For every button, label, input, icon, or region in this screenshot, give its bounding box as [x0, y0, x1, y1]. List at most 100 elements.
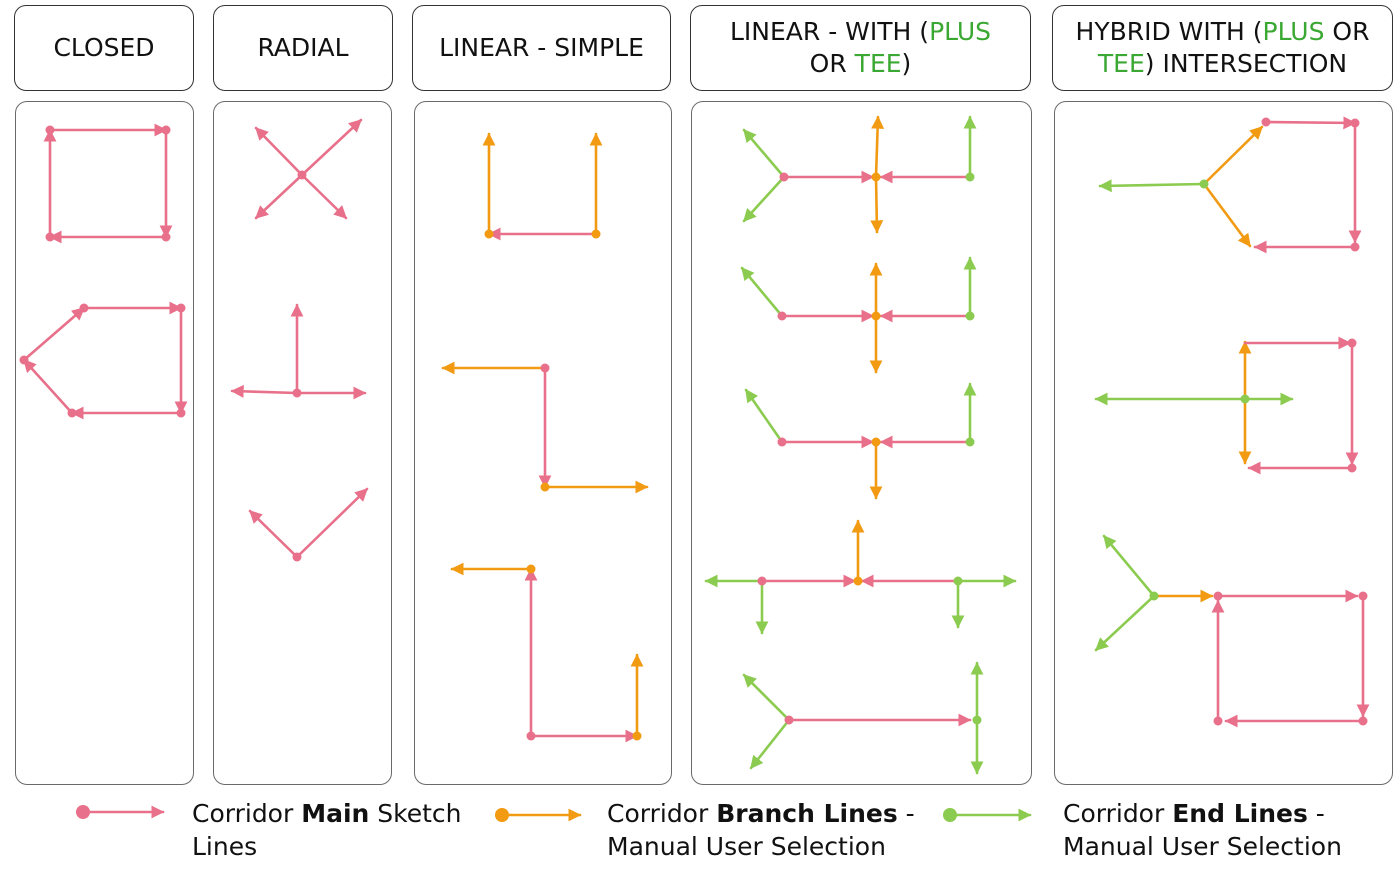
main-node-89	[784, 715, 794, 725]
main-node-63	[777, 311, 787, 321]
main-node-6	[161, 232, 171, 242]
panel-radial	[213, 101, 392, 785]
legend-end-bold: End Lines	[1172, 799, 1308, 828]
end-node-83	[953, 576, 963, 586]
panel-hybrid	[1054, 101, 1393, 785]
panel-linear-simple	[414, 101, 672, 785]
main-node-54	[779, 172, 789, 182]
main-node-71	[777, 437, 787, 447]
legend-main-line2: Lines	[192, 832, 258, 861]
branch-node-82	[853, 576, 863, 586]
legend-main-suffix: Sketch	[369, 799, 462, 828]
main-node-26	[292, 388, 302, 398]
branch-node-44	[526, 564, 536, 574]
main-node-17	[19, 355, 29, 365]
branch-node-39	[540, 482, 550, 492]
end-line-84	[742, 673, 791, 722]
end-node-128	[943, 808, 957, 822]
main-node-81	[757, 576, 767, 586]
legend-branch-bold: Branch Lines	[716, 799, 898, 828]
header-hybrid-p1: HYBRID WITH (	[1075, 17, 1263, 46]
main-node-7	[45, 232, 55, 242]
legend-end-text: Corridor End Lines - Manual User Selecti…	[1063, 797, 1342, 863]
end-line-48	[742, 175, 786, 223]
main-line-94	[1264, 116, 1357, 130]
end-node-65	[965, 311, 975, 321]
branch-node-126	[495, 808, 509, 822]
legend-branch-text: Corridor Branch Lines - Manual User Sele…	[607, 797, 915, 863]
header-hybrid-plus: PLUS	[1262, 17, 1325, 46]
branch-line-92	[1202, 125, 1264, 186]
legend-main-text: Corridor Main Sketch Lines	[192, 797, 462, 863]
main-node-5	[161, 125, 171, 135]
end-line-111	[1102, 534, 1156, 598]
main-line-19	[300, 118, 363, 177]
main-node-120	[1358, 591, 1368, 601]
header-linear-with: LINEAR - WITH (PLUS OR TEE)	[690, 5, 1031, 91]
legend-end-prefix: Corridor	[1063, 799, 1173, 828]
main-line-12	[22, 306, 86, 362]
end-line-47	[742, 128, 786, 179]
header-hybrid-or: OR	[1324, 17, 1370, 46]
legend-main-bold: Main	[301, 799, 370, 828]
branch-node-55	[871, 172, 881, 182]
main-line-20	[254, 173, 304, 220]
end-line-112	[1094, 594, 1156, 652]
main-line-27	[248, 509, 299, 559]
main-node-29	[292, 552, 302, 562]
main-node-122	[1213, 716, 1223, 726]
header-linear-simple: LINEAR - SIMPLE	[412, 5, 671, 91]
main-line-28	[295, 487, 369, 559]
header-linear-simple-label: LINEAR - SIMPLE	[439, 33, 644, 62]
main-node-110	[1347, 463, 1357, 473]
header-closed-label: CLOSED	[53, 33, 155, 62]
header-linear-with-plus: PLUS	[929, 17, 991, 46]
main-node-38	[540, 363, 550, 373]
legend-end-suffix: -	[1307, 799, 1325, 828]
legend-end-line2: Manual User Selection	[1063, 832, 1342, 861]
branch-line-93	[1202, 182, 1252, 248]
header-hybrid: HYBRID WITH (PLUS OR TEE) INTERSECTION	[1052, 5, 1393, 91]
main-node-15	[176, 408, 186, 418]
main-node-16	[67, 408, 77, 418]
end-node-97	[1199, 179, 1209, 189]
legend-branch-suffix: -	[897, 799, 915, 828]
main-node-98	[1261, 117, 1271, 127]
header-linear-with-p1: LINEAR - WITH (	[730, 17, 930, 46]
branch-line-51	[871, 115, 885, 179]
main-node-4	[45, 125, 55, 135]
branch-node-72	[871, 437, 881, 447]
header-closed: CLOSED	[14, 5, 194, 91]
branch-node-33	[484, 229, 494, 239]
legend-branch-prefix: Corridor	[607, 799, 717, 828]
end-node-56	[965, 172, 975, 182]
end-node-73	[965, 437, 975, 447]
main-line-11	[22, 358, 74, 415]
header-linear-with-or: OR	[809, 49, 855, 78]
main-node-45	[526, 731, 536, 741]
end-line-57	[740, 266, 784, 318]
header-hybrid-rest: ) INTERSECTION	[1144, 49, 1348, 78]
main-node-109	[1347, 338, 1357, 348]
header-linear-with-tee: TEE	[854, 49, 902, 78]
main-line-18	[254, 126, 304, 177]
branch-node-46	[632, 731, 642, 741]
end-node-108	[1240, 394, 1250, 404]
branch-line-52	[870, 175, 884, 234]
end-node-90	[972, 715, 982, 725]
end-line-85	[749, 718, 791, 770]
main-line-21	[300, 173, 348, 220]
main-node-119	[1213, 591, 1223, 601]
header-hybrid-tee: TEE	[1097, 49, 1145, 78]
main-line-24	[230, 384, 299, 398]
header-radial-label: RADIAL	[257, 33, 349, 62]
branch-node-34	[591, 229, 601, 239]
panel-closed	[15, 101, 194, 785]
main-node-22	[297, 170, 307, 180]
end-line-66	[744, 388, 784, 444]
end-line-91	[1098, 179, 1206, 193]
main-node-121	[1358, 716, 1368, 726]
main-node-99	[1350, 118, 1360, 128]
main-node-14	[176, 303, 186, 313]
